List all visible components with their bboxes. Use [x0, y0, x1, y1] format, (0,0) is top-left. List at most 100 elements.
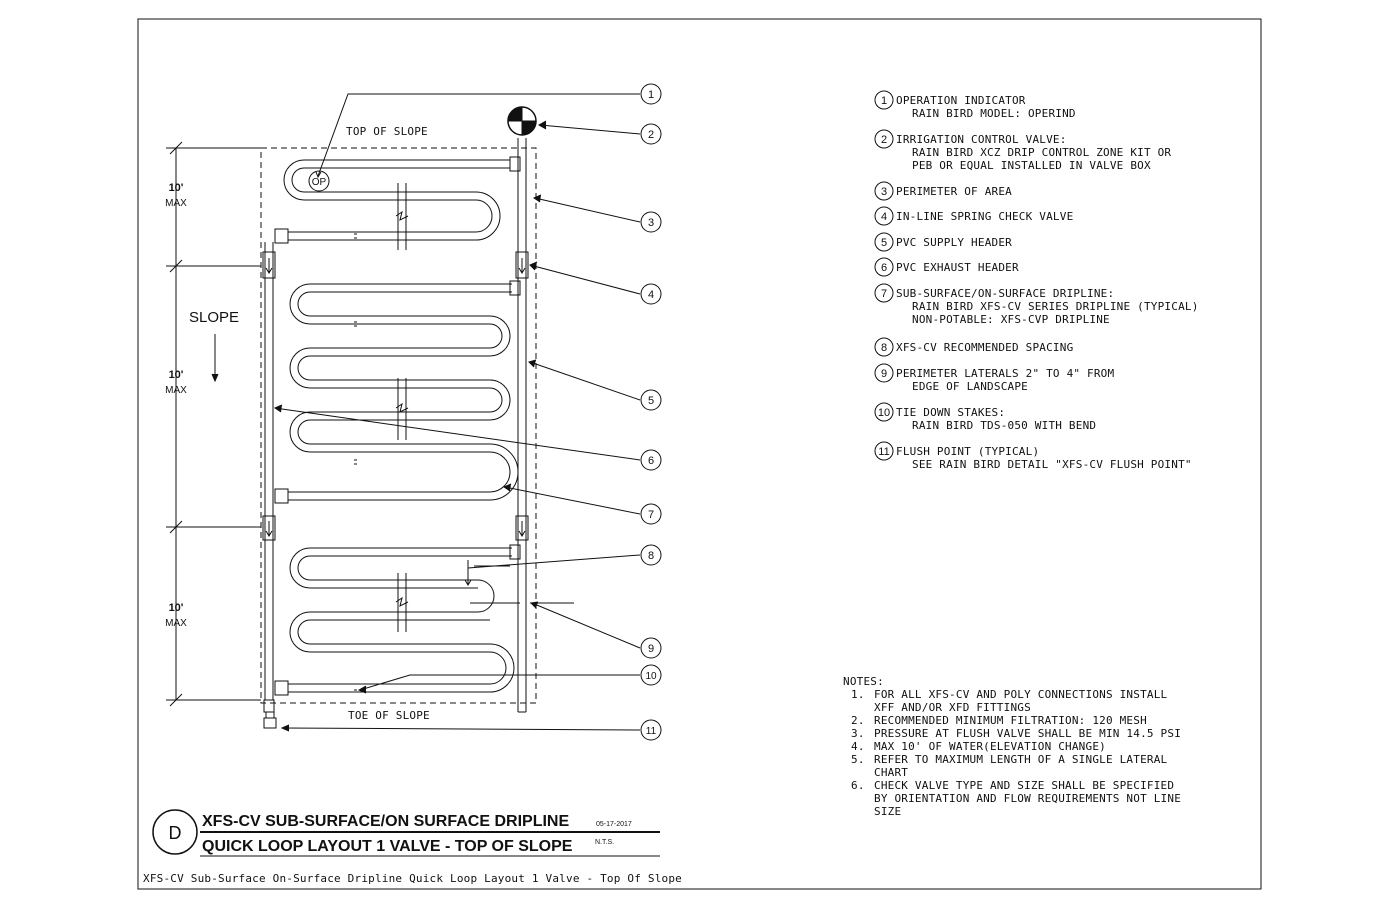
footer-caption: XFS-CV Sub-Surface On-Surface Dripline Q… — [143, 872, 682, 885]
note-number: 1. — [851, 688, 865, 701]
legend-number-bubble — [875, 403, 893, 421]
legend-number-bubble — [875, 91, 893, 109]
dim-3-value: 10' — [169, 602, 184, 614]
area-perimeter — [261, 148, 536, 703]
note-text: FOR ALL XFS-CV AND POLY CONNECTIONS INST… — [874, 688, 1168, 701]
legend-detail: SEE RAIN BIRD DETAIL "XFS-CV FLUSH POINT… — [912, 458, 1192, 471]
legend-title: FLUSH POINT (TYPICAL) — [896, 445, 1039, 458]
notes-heading: NOTES: — [843, 675, 884, 688]
legend-detail: RAIN BIRD TDS-050 WITH BEND — [912, 419, 1096, 432]
legend-title: PERIMETER OF AREA — [896, 185, 1012, 198]
legend-number-bubble — [875, 338, 893, 356]
legend-detail: RAIN BIRD XCZ DRIP CONTROL ZONE KIT OR — [912, 146, 1171, 159]
note-text: CHART — [874, 766, 908, 779]
note-item: 6.CHECK VALVE TYPE AND SIZE SHALL BE SPE… — [851, 779, 1181, 818]
legend-item: 8 XFS-CV RECOMMENDED SPACING — [875, 338, 1073, 356]
legend-title: OPERATION INDICATOR — [896, 94, 1026, 107]
notes: NOTES: 1. FOR ALL XFS-CV AND POLY CONNECT… — [843, 675, 1181, 818]
callout-8: 8 — [648, 550, 654, 562]
callout-6: 6 — [648, 455, 654, 467]
note-number: 2. — [851, 714, 865, 727]
legend-number: 7 — [881, 288, 887, 300]
sheet-border — [138, 19, 1261, 889]
operation-indicator-symbol — [309, 171, 329, 191]
legend-number: 2 — [881, 134, 887, 146]
legend-title: TIE DOWN STAKES: — [896, 406, 1005, 419]
dim-1-max: MAX — [165, 198, 187, 209]
legend-number: 3 — [881, 186, 887, 198]
title-block: D XFS-CV SUB-SURFACE/ON SURFACE DRIPLINE… — [143, 810, 682, 885]
note-text: XFF AND/OR XFD FITTINGS — [874, 701, 1031, 714]
legend-number-bubble — [875, 284, 893, 302]
callout-bubbles — [641, 84, 661, 740]
note-text: PRESSURE AT FLUSH VALVE SHALL BE MIN 14.… — [874, 727, 1181, 740]
legend-title: XFS-CV RECOMMENDED SPACING — [896, 341, 1073, 354]
legend-number: 1 — [881, 95, 887, 107]
legend-title: IRRIGATION CONTROL VALVE: — [896, 133, 1067, 146]
note-item: 3.PRESSURE AT FLUSH VALVE SHALL BE MIN 1… — [851, 727, 1181, 740]
legend-title: PERIMETER LATERALS 2" TO 4" FROM — [896, 367, 1114, 380]
legend-detail: EDGE OF LANDSCAPE — [912, 380, 1028, 393]
legend-number-bubble — [875, 233, 893, 251]
dripline-zone-3 — [275, 545, 520, 695]
note-number: 4. — [851, 740, 865, 753]
slope-dimensions — [166, 142, 261, 706]
callout-7: 7 — [648, 509, 654, 521]
callout-4: 4 — [648, 289, 654, 301]
toe-of-slope-label: TOE OF SLOPE — [348, 709, 430, 722]
dim-2-max: MAX — [165, 385, 187, 396]
legend-number-bubble — [875, 182, 893, 200]
legend-detail: PEB OR EQUAL INSTALLED IN VALVE BOX — [912, 159, 1151, 172]
layout-drawing — [166, 107, 574, 728]
op-label: OP — [312, 177, 327, 188]
legend-title: PVC SUPPLY HEADER — [896, 236, 1012, 249]
legend-item: 10 TIE DOWN STAKES:RAIN BIRD TDS-050 WITH… — [875, 403, 1096, 432]
title-date: 05-17-2017 — [596, 821, 632, 828]
legend-number: 8 — [881, 342, 887, 354]
note-text: MAX 10' OF WATER(ELEVATION CHANGE) — [874, 740, 1106, 753]
legend-number: 9 — [881, 368, 887, 380]
exhaust-header — [265, 242, 273, 700]
legend-number-bubble — [875, 258, 893, 276]
legend-detail: RAIN BIRD MODEL: OPERIND — [912, 107, 1076, 120]
callout-11: 11 — [646, 726, 657, 737]
legend-number: 11 — [878, 446, 889, 458]
title-line-2: QUICK LOOP LAYOUT 1 VALVE - TOP OF SLOPE — [202, 838, 573, 855]
legend-title: SUB-SURFACE/ON-SURFACE DRIPLINE: — [896, 287, 1114, 300]
title-scale: N.T.S. — [595, 839, 614, 846]
callout-5: 5 — [648, 395, 654, 407]
note-item: 5. REFER TO MAXIMUM LENGTH OF A SINGLE LA… — [851, 753, 1168, 779]
leader-lines — [275, 94, 640, 731]
dripline-zone-1 — [275, 157, 520, 250]
legend-title: PVC EXHAUST HEADER — [896, 261, 1019, 274]
spacing-dimension — [465, 560, 574, 603]
legend-item: 3 PERIMETER OF AREA — [875, 182, 1012, 200]
check-valve-symbols — [263, 252, 528, 540]
callout-1: 1 — [648, 89, 654, 101]
callout-2: 2 — [648, 129, 654, 141]
note-text: BY ORIENTATION AND FLOW REQUIREMENTS NOT… — [874, 792, 1181, 805]
top-of-slope-label: TOP OF SLOPE — [346, 125, 428, 138]
legend-number-bubble — [875, 364, 893, 382]
note-number: 5. — [851, 753, 865, 766]
callout-3: 3 — [648, 217, 654, 229]
supply-header — [518, 138, 526, 712]
note-text: CHECK VALVE TYPE AND SIZE SHALL BE SPECI… — [874, 779, 1174, 792]
dim-3-max: MAX — [165, 618, 187, 629]
note-item: 4. MAX 10' OF WATER(ELEVATION CHANGE) — [851, 740, 1106, 753]
dripline-zone-2 — [275, 281, 520, 503]
callout-10: 10 — [645, 671, 657, 682]
note-item: 1. FOR ALL XFS-CV AND POLY CONNECTIONS IN… — [851, 688, 1168, 714]
title-line-1: XFS-CV SUB-SURFACE/ON SURFACE DRIPLINE — [202, 813, 569, 830]
callout-numbers: 1 2 3 4 5 6 7 8 9 10 11 — [645, 89, 657, 737]
legend-number: 10 — [878, 407, 890, 419]
note-text: REFER TO MAXIMUM LENGTH OF A SINGLE LATE… — [874, 753, 1168, 766]
legend-number-bubble — [875, 207, 893, 225]
